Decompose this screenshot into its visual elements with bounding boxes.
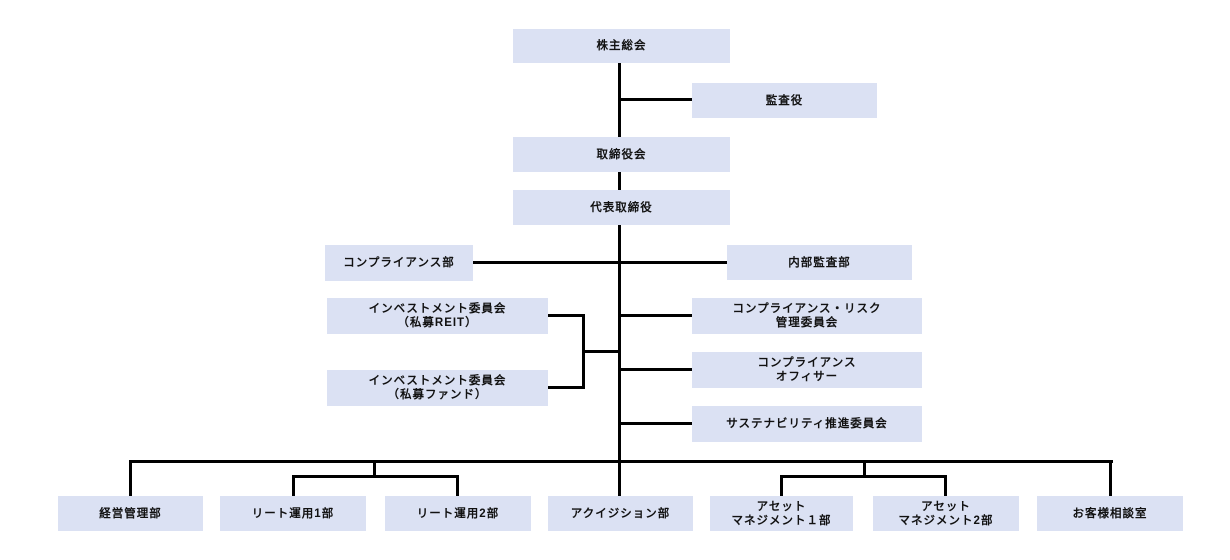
connector-reit-rail xyxy=(292,475,459,478)
org-node-reit-operation-dept1: リート運用1部 xyxy=(220,496,366,531)
org-node-investment-committee-reit: インベストメント委員会 （私募REIT） xyxy=(327,298,548,334)
org-node-internal-audit-dept: 内部監査部 xyxy=(727,245,912,280)
org-node-asset-management-dept2: アセット マネジメント2部 xyxy=(873,496,1019,531)
org-node-sustainability-committee: サステナビリティ推進委員会 xyxy=(692,406,922,442)
connector-sustainability xyxy=(620,422,692,425)
connector-compliance-risk xyxy=(620,314,692,317)
connector-spine-top xyxy=(618,62,621,138)
connector-drop-am2 xyxy=(944,475,947,496)
connector-internal-audit xyxy=(620,261,727,264)
connector-spine-board-rep xyxy=(618,172,621,191)
org-node-compliance-dept: コンプライアンス部 xyxy=(325,245,473,281)
connector-drop-management xyxy=(129,460,132,496)
connector-drop-reit2 xyxy=(456,475,459,496)
org-node-representative-director: 代表取締役 xyxy=(513,190,730,225)
org-node-corporate-management-dept: 経営管理部 xyxy=(58,496,203,531)
connector-drop-customer xyxy=(1109,460,1112,496)
connector-am-feed xyxy=(863,460,866,478)
connector-inv-reit xyxy=(548,314,585,317)
org-node-acquisition-dept: アクイジション部 xyxy=(548,496,693,531)
org-node-compliance-risk-committee: コンプライアンス・リスク 管理委員会 xyxy=(692,298,922,334)
connector-am-rail xyxy=(780,475,947,478)
connector-inv-fund xyxy=(548,386,585,389)
connector-compliance-dept xyxy=(473,261,620,264)
connector-drop-reit1 xyxy=(292,475,295,496)
connector-bottom-rail xyxy=(129,460,1113,463)
org-node-asset-management-dept1: アセット マネジメント１部 xyxy=(710,496,853,531)
connector-inv-bracket-to-spine xyxy=(582,350,620,353)
connector-spine-main xyxy=(618,225,621,496)
org-node-investment-committee-fund: インベストメント委員会 （私募ファンド） xyxy=(327,370,548,406)
org-node-reit-operation-dept2: リート運用2部 xyxy=(385,496,531,531)
connector-drop-am1 xyxy=(780,475,783,496)
org-node-board-of-directors: 取締役会 xyxy=(513,137,730,172)
org-node-compliance-officer: コンプライアンス オフィサー xyxy=(692,352,922,388)
connector-reit-feed xyxy=(373,460,376,478)
org-node-customer-consultation-office: お客様相談室 xyxy=(1037,496,1183,531)
connector-auditor xyxy=(620,98,692,101)
connector-compliance-officer xyxy=(620,368,692,371)
org-node-shareholders-meeting: 株主総会 xyxy=(513,29,730,63)
org-node-auditor: 監査役 xyxy=(692,83,877,118)
